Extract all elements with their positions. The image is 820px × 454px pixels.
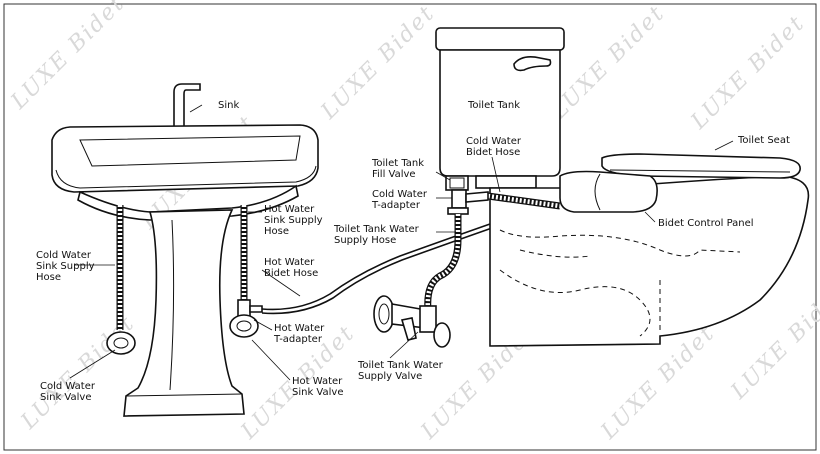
toilet-tank-fill-valve (445, 175, 469, 191)
label-line: Sink Supply (36, 261, 95, 272)
label-line: Hot Water (264, 257, 315, 268)
label-hot-water-sink-valve: Hot Water Sink Valve (292, 376, 346, 398)
watermark: LUXE Bidet (546, 1, 670, 125)
label-line: Sink Valve (292, 387, 343, 398)
cold-water-t-adapter (447, 189, 489, 215)
label-line: T-adapter (273, 334, 323, 345)
label-line: Cold Water (40, 381, 96, 392)
watermark: LUXE Bidet (6, 0, 130, 115)
label-line: Hot Water (264, 204, 315, 215)
label-line: Cold Water (466, 136, 522, 147)
toilet-illustration (435, 27, 810, 347)
cold-water-sink-valve (106, 331, 136, 355)
label-line: Cold Water (36, 250, 92, 261)
label-sink: Sink (218, 100, 239, 111)
label-cold-water-bidet-hose: Cold Water Bidet Hose (466, 136, 524, 158)
label-hot-water-bidet-hose: Hot Water Bidet Hose (264, 257, 318, 279)
label-line: Cold Water (372, 189, 428, 200)
label-line: Toilet Tank Water (357, 360, 444, 371)
label-line: Sink Supply (264, 215, 323, 226)
label-hot-water-t-adapter: Hot Water T-adapter (273, 323, 328, 345)
label-line: Hose (36, 272, 61, 283)
watermark: LUXE Bidet (686, 11, 810, 135)
label-bidet-control-panel: Bidet Control Panel (658, 218, 754, 229)
label-line: Hot Water (274, 323, 325, 334)
label-hot-water-sink-supply-hose: Hot Water Sink Supply Hose (264, 204, 326, 237)
label-line: Toilet Tank (371, 158, 424, 169)
diagram-border (3, 3, 817, 451)
label-toilet-tank-water-supply-hose: Toilet Tank Water Supply Hose (333, 224, 422, 246)
label-cold-water-sink-valve: Cold Water Sink Valve (40, 381, 98, 403)
label-toilet-tank-fill-valve: Toilet Tank Fill Valve (371, 158, 427, 180)
cold-water-bidet-hose-pattern (487, 193, 561, 209)
label-line: Supply Hose (334, 235, 396, 246)
label-line: Supply Valve (358, 371, 422, 382)
label-line: Bidet Hose (264, 268, 318, 279)
sink-illustration (51, 83, 319, 417)
label-line: Hot Water (292, 376, 343, 387)
label-line: Bidet Hose (466, 147, 520, 158)
label-line: Fill Valve (372, 169, 416, 180)
label-cold-water-sink-supply-hose: Cold Water Sink Supply Hose (36, 250, 98, 283)
toilet-tank-water-supply-valve (373, 295, 451, 348)
toilet-tank-water-supply-hose-pattern (425, 214, 461, 311)
label-line: Sink Valve (40, 392, 91, 403)
hot-water-t-adapter (237, 299, 263, 317)
label-toilet-seat: Toilet Seat (737, 135, 790, 146)
label-toilet-tank: Toilet Tank (467, 100, 520, 111)
label-line: T-adapter (371, 200, 421, 211)
label-cold-water-t-adapter: Cold Water T-adapter (371, 189, 430, 211)
label-toilet-tank-water-supply-valve: Toilet Tank Water Supply Valve (357, 360, 446, 382)
leader-lines (69, 104, 734, 381)
hot-water-sink-valve (229, 314, 259, 338)
watermark: LUXE Bidet (316, 1, 440, 125)
label-line: Toilet Tank Water (333, 224, 420, 235)
label-line: Hose (264, 226, 289, 237)
